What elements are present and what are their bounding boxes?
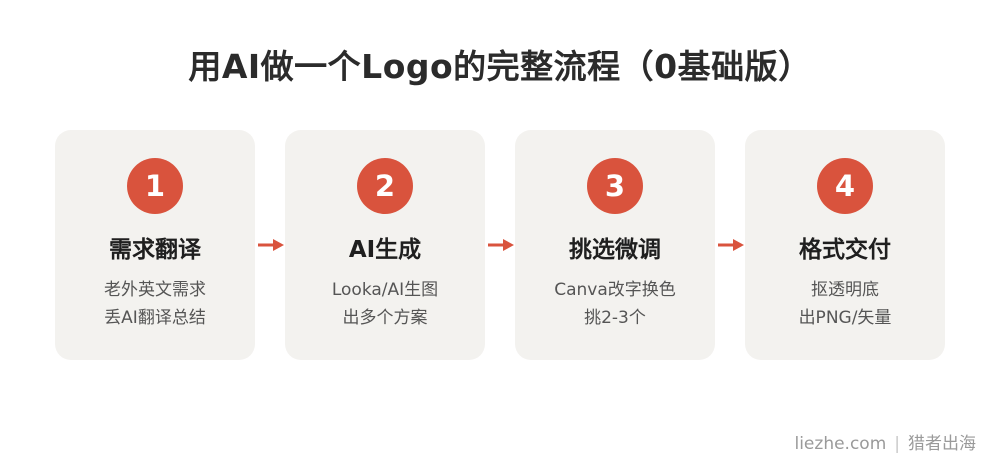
step-title: 需求翻译 [109,237,201,263]
step-number-badge: 3 [587,158,643,214]
watermark: liezhe.com | 猎者出海 [794,429,976,454]
step-card-4: 4 格式交付 抠透明底 出PNG/矢量 [745,130,945,360]
step-description-line: 挑2-3个 [584,308,646,328]
step-title: 挑选微调 [569,237,661,263]
step-description-line: Looka/AI生图 [331,280,439,300]
step-title: AI生成 [348,237,422,263]
step-number-badge: 1 [127,158,183,214]
step-card-3: 3 挑选微调 Canva改字换色 挑2-3个 [515,130,715,360]
step-description-line: Canva改字换色 [554,280,676,300]
step-card-1: 1 需求翻译 老外英文需求 丢AI翻译总结 [55,130,255,360]
step-number-badge: 2 [357,158,413,214]
step-description: 抠透明底 出PNG/矢量 [745,276,945,332]
page-title: 用AI做一个Logo的完整流程（0基础版） [188,47,812,86]
step-description-line: 老外英文需求 [104,280,206,300]
step-title: 格式交付 [799,237,891,263]
arrow-right-icon [718,239,744,251]
step-card-2: 2 AI生成 Looka/AI生图 出多个方案 [285,130,485,360]
arrow-right-icon [258,239,284,251]
watermark-separator: | [894,434,900,454]
watermark-brand: 猎者出海 [908,434,976,454]
step-description-line: 丢AI翻译总结 [104,308,206,328]
watermark-site: liezhe.com [794,434,887,454]
step-description-line: 出多个方案 [342,308,428,328]
arrow-right-icon [488,239,514,251]
step-description: Canva改字换色 挑2-3个 [515,276,715,332]
step-number-badge: 4 [817,158,873,214]
step-description-line: 抠透明底 [811,280,879,300]
step-description-line: 出PNG/矢量 [798,308,892,328]
step-description: 老外英文需求 丢AI翻译总结 [55,276,255,332]
step-description: Looka/AI生图 出多个方案 [285,276,485,332]
